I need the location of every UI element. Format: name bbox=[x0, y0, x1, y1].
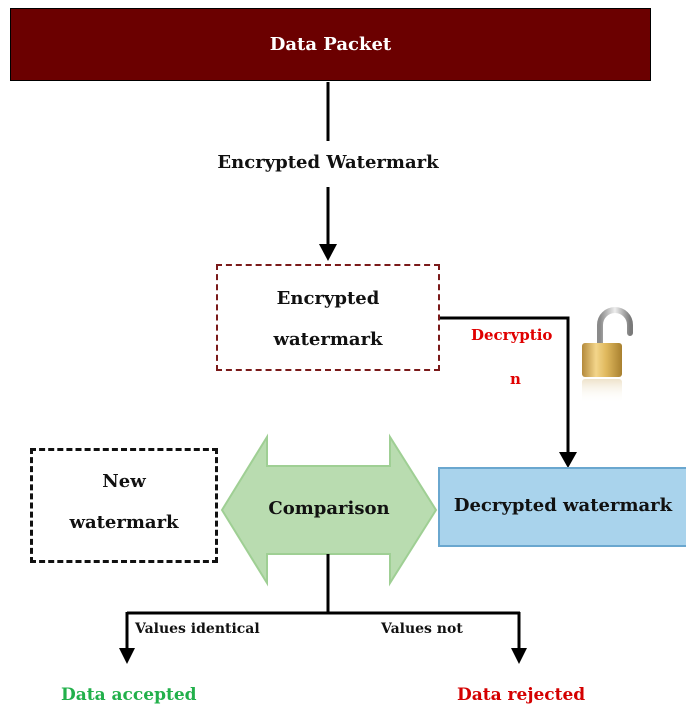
encrypted-watermark-edge-label: Encrypted Watermark bbox=[217, 152, 439, 173]
data-accepted-label: Data accepted bbox=[61, 685, 197, 705]
decryption-label-line-2: n bbox=[510, 370, 521, 388]
decryption-label-line-1: Decryptio bbox=[471, 326, 553, 344]
values-identical-label: Values identical bbox=[135, 621, 260, 637]
data-packet-box: Data Packet bbox=[10, 8, 651, 81]
data-rejected-label: Data rejected bbox=[457, 685, 586, 705]
decryption-arrowhead bbox=[559, 452, 577, 468]
open-padlock-icon bbox=[582, 307, 633, 403]
decrypted-watermark-label: Decrypted watermark bbox=[453, 495, 673, 516]
decryption-path-line bbox=[440, 316, 570, 452]
new-watermark-box: New watermark bbox=[30, 448, 218, 563]
data-packet-label: Data Packet bbox=[269, 34, 392, 55]
label-to-box-arrowhead bbox=[319, 244, 337, 261]
new-watermark-line-1: New bbox=[102, 471, 146, 492]
encrypted-watermark-box: Encrypted watermark bbox=[216, 264, 440, 371]
comparison-label: Comparison bbox=[268, 498, 390, 519]
encrypted-watermark-line-2: watermark bbox=[273, 329, 383, 350]
accepted-arrowhead bbox=[119, 648, 135, 664]
values-not-label: Values not bbox=[381, 621, 463, 637]
new-watermark-line-2: watermark bbox=[69, 512, 179, 533]
comparison-double-arrow bbox=[220, 433, 438, 587]
rejected-arrowhead bbox=[511, 648, 527, 664]
decrypted-watermark-box: Decrypted watermark bbox=[438, 467, 686, 547]
encrypted-watermark-line-1: Encrypted bbox=[276, 288, 380, 309]
